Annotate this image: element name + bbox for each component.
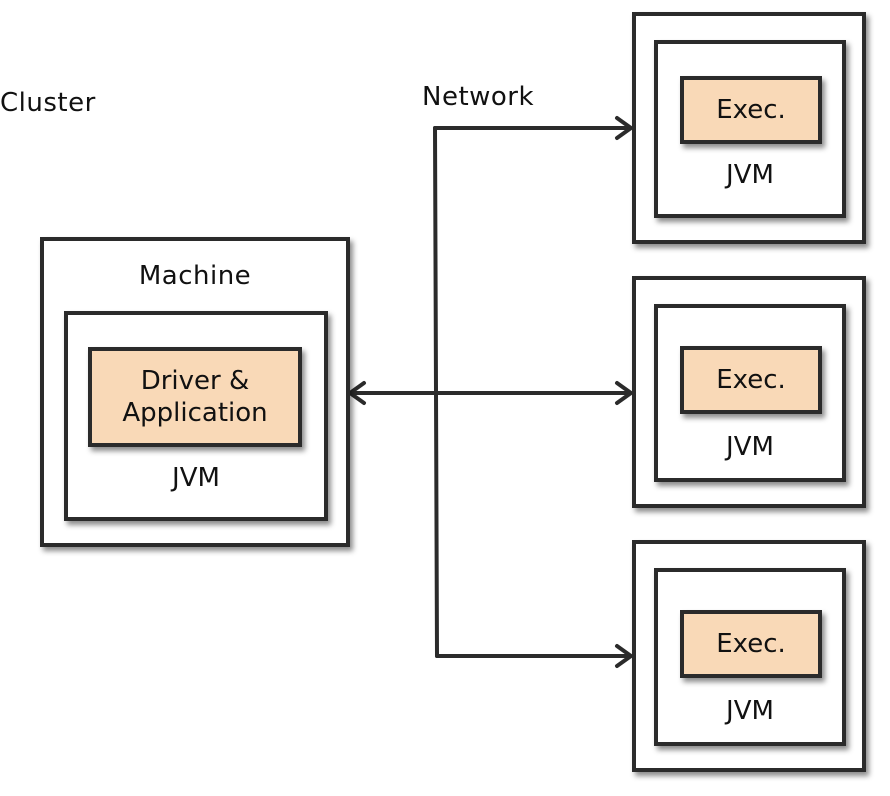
executor-jvm-box-3: Exec. JVM	[654, 568, 846, 746]
executor-box-1: Exec.	[680, 76, 822, 144]
application-label: Application	[122, 398, 268, 428]
network-label: Network	[422, 82, 535, 112]
machine-box: Machine Driver & Application JVM	[40, 237, 350, 547]
executor-jvm-label-3: JVM	[726, 696, 774, 726]
driver-application-box: Driver & Application	[88, 347, 302, 447]
executor-jvm-label-1: JVM	[726, 160, 774, 190]
driver-jvm-label: JVM	[172, 463, 220, 493]
executor-jvm-label-2: JVM	[726, 432, 774, 462]
executor-machine-2: Exec. JVM	[632, 276, 866, 508]
driver-jvm-box: Driver & Application JVM	[64, 311, 328, 521]
executor-jvm-box-1: Exec. JVM	[654, 40, 846, 218]
arrowhead-executor-1	[615, 116, 635, 140]
executor-machine-1: Exec. JVM	[632, 12, 866, 244]
arrowhead-executor-2	[615, 381, 635, 405]
executor-box-3: Exec.	[680, 610, 822, 678]
arrowhead-executor-3	[615, 644, 635, 668]
arrowhead-driver	[346, 381, 366, 405]
executor-label-2: Exec.	[716, 365, 786, 395]
executor-machine-3: Exec. JVM	[632, 540, 866, 772]
executor-jvm-box-2: Exec. JVM	[654, 304, 846, 482]
machine-label: Machine	[138, 261, 252, 291]
executor-box-2: Exec.	[680, 346, 822, 414]
executor-label-3: Exec.	[716, 629, 786, 659]
driver-label: Driver &	[140, 366, 250, 396]
cluster-label: Cluster	[0, 88, 96, 118]
executor-label-1: Exec.	[716, 95, 786, 125]
